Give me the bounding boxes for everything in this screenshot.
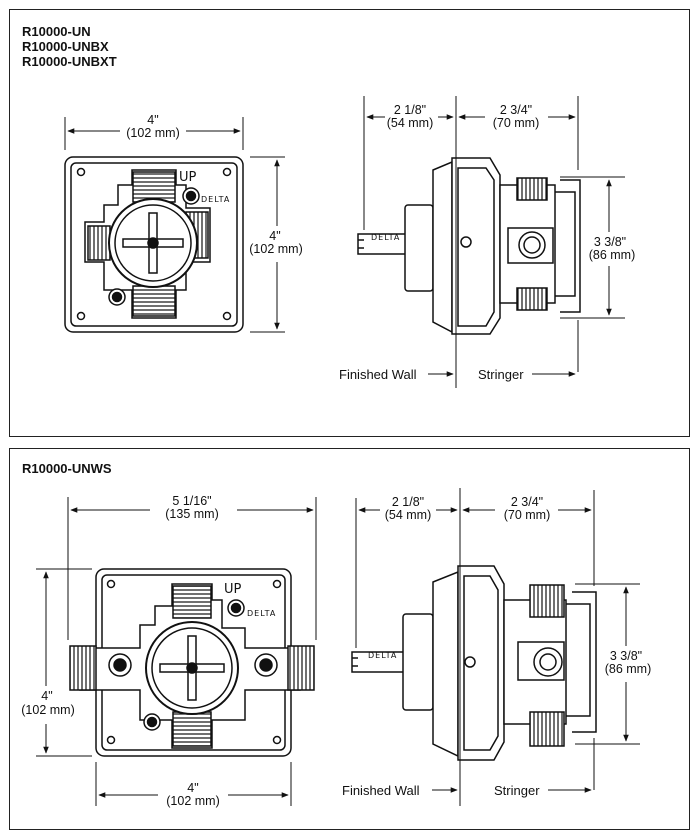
height-mm: (86 mm) <box>589 248 636 262</box>
depth-inches: 2 1/8" <box>394 103 426 117</box>
finished-wall-label: Finished Wall <box>342 783 420 798</box>
brand-marking: DELTA <box>368 651 397 660</box>
height-mm: (102 mm) <box>249 242 302 256</box>
depth-mm: (54 mm) <box>385 508 432 522</box>
top-front-view <box>64 156 244 333</box>
bottom-side-view <box>351 565 597 761</box>
height-inches: 4" <box>269 229 280 243</box>
finished-wall-label: Finished Wall <box>339 367 417 382</box>
brand-marking: DELTA <box>371 233 400 242</box>
top-front-dimensions <box>64 117 285 333</box>
top-side-view <box>357 157 581 335</box>
bottom-front-view <box>69 568 315 757</box>
depth-mm: (54 mm) <box>387 116 434 130</box>
brand-marking: DELTA <box>247 609 276 618</box>
bottom-front-dimensions <box>36 497 317 806</box>
width-mm: (102 mm) <box>126 126 179 140</box>
top-side-dimensions <box>363 96 625 388</box>
stringer-label: Stringer <box>494 783 540 798</box>
width-inches: 5 1/16" <box>172 494 211 508</box>
depth-inches: 2 3/4" <box>511 495 543 509</box>
top-model-list: R10000-UN R10000-UNBX R10000-UNBXT <box>22 24 117 69</box>
model-number: R10000-UNWS <box>22 461 112 476</box>
width-inches: 4" <box>147 113 158 127</box>
depth-inches: 2 1/8" <box>392 495 424 509</box>
stringer-label: Stringer <box>478 367 524 382</box>
bottom-model-list: R10000-UNWS <box>22 461 112 476</box>
bottom-width-mm: (102 mm) <box>166 794 219 808</box>
model-number: R10000-UNBX <box>22 39 109 54</box>
height-mm: (86 mm) <box>605 662 652 676</box>
model-number: R10000-UNBXT <box>22 54 117 69</box>
up-marking: UP <box>179 170 197 185</box>
height-inches: 3 3/8" <box>594 235 626 249</box>
brand-marking: DELTA <box>201 195 230 204</box>
depth-inches: 2 3/4" <box>500 103 532 117</box>
height-mm: (102 mm) <box>21 703 74 717</box>
up-marking: UP <box>224 582 242 597</box>
depth-mm: (70 mm) <box>504 508 551 522</box>
height-inches: 3 3/8" <box>610 649 642 663</box>
bottom-side-dimensions <box>355 488 640 806</box>
bottom-width-inches: 4" <box>187 781 198 795</box>
width-mm: (135 mm) <box>165 507 218 521</box>
depth-mm: (70 mm) <box>493 116 540 130</box>
model-number: R10000-UN <box>22 24 91 39</box>
height-inches: 4" <box>41 689 52 703</box>
